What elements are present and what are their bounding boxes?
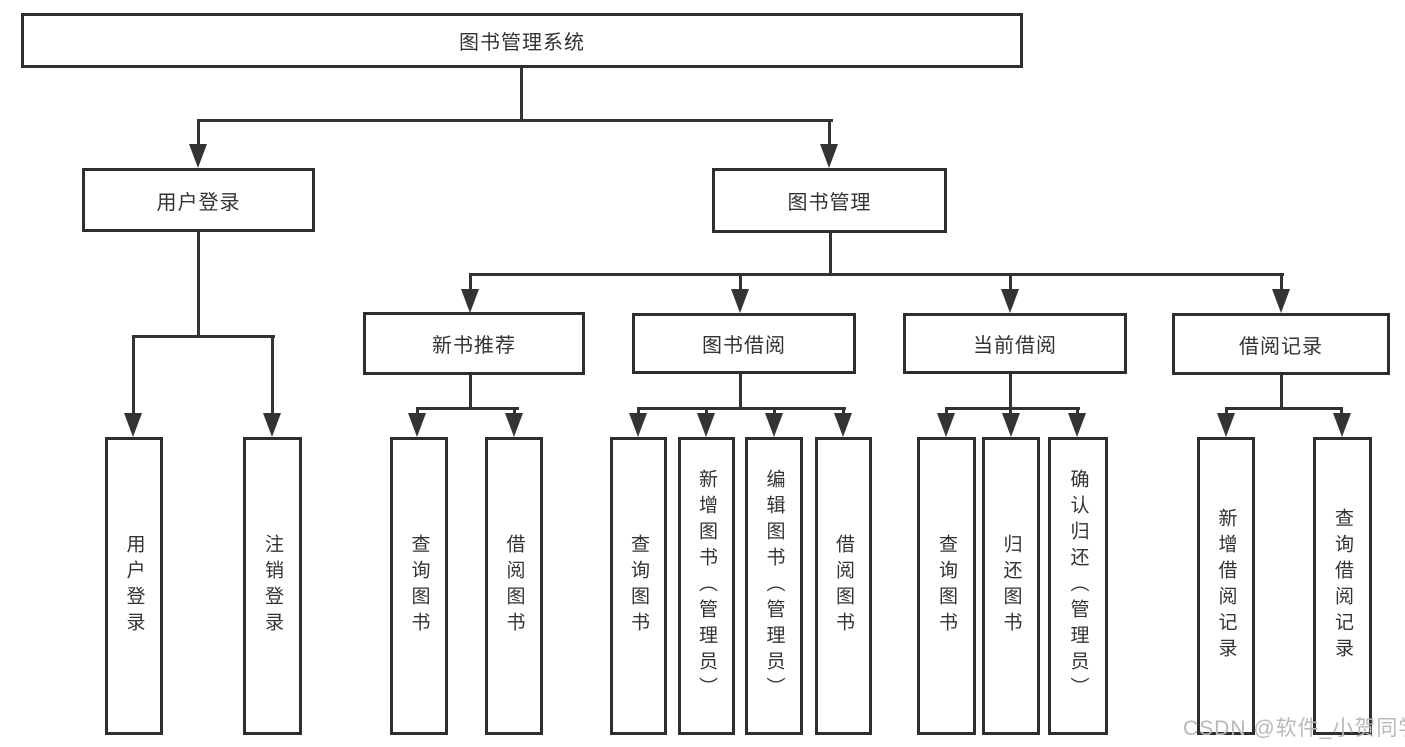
connector-line xyxy=(1009,407,1012,417)
connector-line xyxy=(416,407,519,410)
arrow-down xyxy=(189,144,207,168)
node-current-borrow: 当前借阅 xyxy=(903,313,1127,374)
leaf-borrow-book: 借阅图书 xyxy=(815,437,872,735)
connector-line xyxy=(132,335,135,417)
connector-line xyxy=(1340,407,1343,417)
connector-line xyxy=(637,407,640,417)
connector-line xyxy=(1009,374,1012,410)
connector-line xyxy=(197,119,200,149)
leaf-logout: 注销登录 xyxy=(243,437,302,735)
node-new-book-recommend: 新书推荐 xyxy=(363,312,585,375)
connector-line xyxy=(945,407,1080,410)
arrow-down xyxy=(765,413,783,437)
leaf-label: 新增图书（管理员） xyxy=(696,469,717,703)
connector-line xyxy=(739,273,742,291)
leaf-label: 注销登录 xyxy=(262,534,283,638)
leaf-label: 查询图书 xyxy=(408,534,430,638)
arrow-down xyxy=(937,413,955,437)
connector-line xyxy=(739,374,742,410)
arrow-down xyxy=(1002,413,1020,437)
connector-line xyxy=(469,375,472,410)
leaf-borrow-book: 借阅图书 xyxy=(485,437,543,735)
leaf-user-login: 用户登录 xyxy=(105,437,163,735)
leaf-confirm-return-admin: 确认归还（管理员） xyxy=(1048,437,1108,735)
connector-line xyxy=(197,232,200,338)
node-library-system: 图书管理系统 xyxy=(21,13,1023,68)
arrow-down xyxy=(1217,413,1235,437)
node-book-management: 图书管理 xyxy=(712,168,947,233)
connector-line xyxy=(1009,273,1012,291)
leaf-add-book-admin: 新增图书（管理员） xyxy=(678,437,735,735)
leaf-label: 归还图书 xyxy=(1000,534,1022,638)
node-book-borrow: 图书借阅 xyxy=(632,313,856,374)
connector-line xyxy=(637,407,846,410)
connector-line xyxy=(1280,375,1283,410)
leaf-query-book: 查询图书 xyxy=(390,437,448,735)
arrow-down xyxy=(820,144,838,168)
arrow-down xyxy=(263,413,281,437)
node-borrow-records: 借阅记录 xyxy=(1172,313,1390,375)
leaf-label: 查询借阅记录 xyxy=(1332,508,1353,664)
arrow-down xyxy=(629,413,647,437)
csdn-watermark: CSDN @软件_小贺同学 xyxy=(1183,717,1405,740)
arrow-down xyxy=(1272,289,1290,313)
connector-line xyxy=(271,335,274,417)
connector-line xyxy=(829,233,832,276)
connector-line xyxy=(132,335,275,338)
leaf-label: 查询图书 xyxy=(936,534,957,638)
connector-line xyxy=(842,407,845,417)
connector-line xyxy=(828,119,831,149)
leaf-query-borrow-record: 查询借阅记录 xyxy=(1313,437,1372,735)
leaf-label: 确认归还（管理员） xyxy=(1067,469,1089,703)
leaf-label: 借阅图书 xyxy=(833,534,854,638)
leaf-query-book: 查询图书 xyxy=(917,437,976,735)
arrow-down xyxy=(1333,413,1351,437)
leaf-edit-book-admin: 编辑图书（管理员） xyxy=(745,437,803,735)
arrow-down xyxy=(408,413,426,437)
leaf-add-borrow-record: 新增借阅记录 xyxy=(1197,437,1255,735)
connector-line xyxy=(513,407,516,417)
arrow-down xyxy=(834,413,852,437)
arrow-down xyxy=(505,413,523,437)
connector-line xyxy=(945,407,948,417)
arrow-down xyxy=(124,413,142,437)
leaf-label: 用户登录 xyxy=(123,534,145,638)
connector-line xyxy=(197,119,833,122)
leaf-label: 查询图书 xyxy=(628,534,649,638)
connector-line xyxy=(469,273,1284,276)
connector-line xyxy=(416,407,419,417)
leaf-label: 编辑图书（管理员） xyxy=(763,469,785,703)
connector-line xyxy=(1225,407,1343,410)
leaf-query-book: 查询图书 xyxy=(610,437,667,735)
arrow-down xyxy=(697,413,715,437)
connector-line xyxy=(773,407,776,417)
connector-line xyxy=(1225,407,1228,417)
leaf-label: 借阅图书 xyxy=(503,534,525,638)
arrow-down xyxy=(1068,413,1086,437)
connector-line xyxy=(1280,273,1283,291)
leaf-return-book: 归还图书 xyxy=(982,437,1040,735)
connector-line xyxy=(1076,407,1079,417)
leaf-label: 新增借阅记录 xyxy=(1215,508,1237,664)
connector-line xyxy=(705,407,708,417)
arrow-down xyxy=(461,289,479,313)
arrow-down xyxy=(731,289,749,313)
connector-line xyxy=(469,273,472,291)
arrow-down xyxy=(1001,289,1019,313)
connector-line xyxy=(520,68,523,122)
node-user-login: 用户登录 xyxy=(82,168,315,232)
